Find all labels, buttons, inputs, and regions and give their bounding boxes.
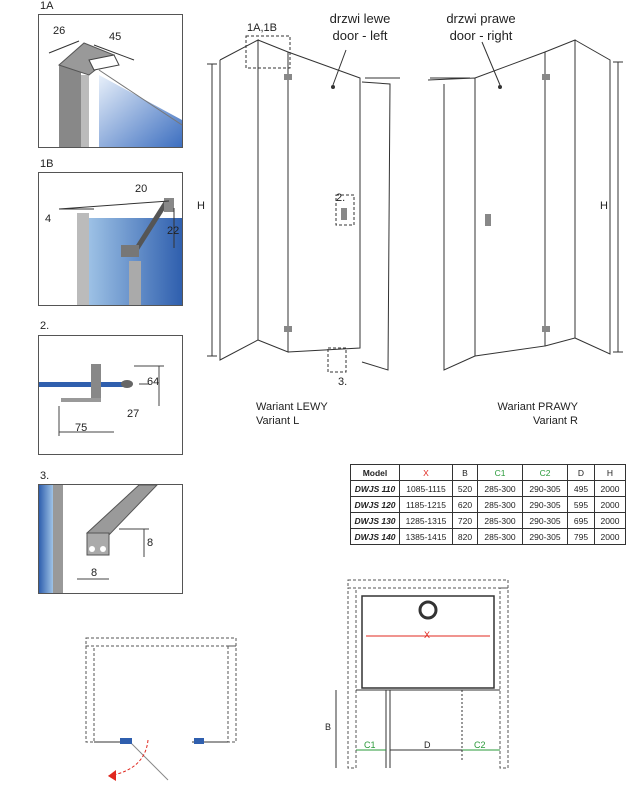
detail-2-drawing [39,364,164,436]
plan-d-label: D [424,740,431,750]
dim-1b-22: 22 [167,225,180,237]
cell-c2: 290-305 [522,512,568,529]
cell-c1: 285-300 [477,496,523,513]
plan-b-label: B [325,722,332,732]
cell-c2: 290-305 [522,496,568,513]
cell-c1: 285-300 [477,480,523,497]
col-c2: C2 [522,464,568,481]
col-c1: C1 [477,464,523,481]
dim-2-75: 75 [75,422,88,434]
cell-h: 2000 [594,528,626,545]
variant-left: Wariant LEWY Variant L [256,400,328,428]
variant-right-pl: Wariant PRAWY [497,401,578,413]
col-b: B [452,464,478,481]
callout-3: 3. [338,376,348,388]
door-right-en: door - right [449,28,513,43]
dim-1a-45: 45 [109,31,122,43]
col-model: Model [350,464,400,481]
cell-c2: 290-305 [522,480,568,497]
door-right-label: drzwi prawe door - right [438,10,524,44]
col-h: H [594,464,626,481]
dim-3-8-vertical: 8 [147,537,154,549]
door-right-pl: drzwi prawe [446,11,516,26]
left-door-handle [341,208,347,220]
left-hinge-top [284,74,292,80]
variant-right: Wariant PRAWY Variant R [496,400,578,428]
left-hinge-bottom [284,326,292,332]
dim-1b-20: 20 [135,183,148,195]
cell-x: 1385-1415 [399,528,453,545]
cell-x: 1185-1215 [399,496,453,513]
col-d: D [567,464,595,481]
cell-model: DWJS 110 [350,480,400,497]
cell-c1: 285-300 [477,512,523,529]
cell-h: 2000 [594,496,626,513]
panel-1a-title: 1A [40,0,54,12]
panel-2-title: 2. [40,320,50,332]
plan-x-label: X [424,630,431,640]
panel-3-title: 3. [40,470,50,482]
plan-right-hinge [194,738,204,744]
cell-h: 2000 [594,480,626,497]
cell-d: 595 [567,496,595,513]
cell-model: DWJS 130 [350,512,400,529]
detail-1b-drawing [58,198,182,305]
right-hinge-bottom [542,326,550,332]
cell-d: 695 [567,512,595,529]
cell-b: 620 [452,496,478,513]
plan-c2-label: C2 [474,740,486,750]
variant-left-en: Variant L [256,415,300,427]
cell-h: 2000 [594,512,626,529]
height-label-right: H [600,200,608,212]
cell-x: 1285-1315 [399,512,453,529]
dim-2-27: 27 [127,408,140,420]
table-row: DWJS 110 1085-1115 520 285-300 290-305 4… [350,480,626,497]
cell-x: 1085-1115 [399,480,453,497]
cell-b: 820 [452,528,478,545]
detail-3-panel: 8 8 [38,484,183,594]
dim-2-64: 64 [147,376,160,388]
cell-c1: 285-300 [477,528,523,545]
table-row: DWJS 120 1185-1215 620 285-300 290-305 5… [350,496,626,513]
detail-2-panel: 64 27 75 [38,335,183,455]
door-left-en: door - left [332,28,388,43]
callout-2: 2. [336,192,346,204]
plan-left-hinge [120,738,132,744]
dimensions-table: Model X B C1 C2 D H DWJS 110 1085-1115 5… [350,464,626,545]
plan-c1-label: C1 [364,740,376,750]
dim-1b-4: 4 [45,213,52,225]
door-left-label: drzwi lewe door - left [320,10,400,44]
right-door-handle [485,214,491,226]
panel-1b-title: 1B [40,158,54,170]
door-left-pl: drzwi lewe [329,11,391,26]
cell-model: DWJS 120 [350,496,400,513]
right-hinge-top [542,74,550,80]
table-row: DWJS 140 1385-1415 820 285-300 290-305 7… [350,528,626,545]
cell-b: 520 [452,480,478,497]
detail-1b-panel: 20 4 22 [38,172,183,306]
col-x: X [399,464,453,481]
variant-right-en: Variant R [532,415,578,427]
callout-1a-1b: 1A,1B [247,22,277,34]
cell-b: 720 [452,512,478,529]
dim-3-8-horizontal: 8 [91,567,98,579]
detail-1a-panel: 26 45 [38,14,183,148]
cell-c2: 290-305 [522,528,568,545]
variant-left-pl: Wariant LEWY [256,401,328,413]
cell-d: 495 [567,480,595,497]
height-label-left: H [197,200,205,212]
table-row: DWJS 130 1285-1315 720 285-300 290-305 6… [350,512,626,529]
detail-1a-drawing [48,40,182,147]
table-header-row: Model X B C1 C2 D H [350,464,626,481]
dim-1a-26: 26 [53,25,66,37]
cell-model: DWJS 140 [350,528,400,545]
cell-d: 795 [567,528,595,545]
detail-3-drawing [39,485,158,593]
